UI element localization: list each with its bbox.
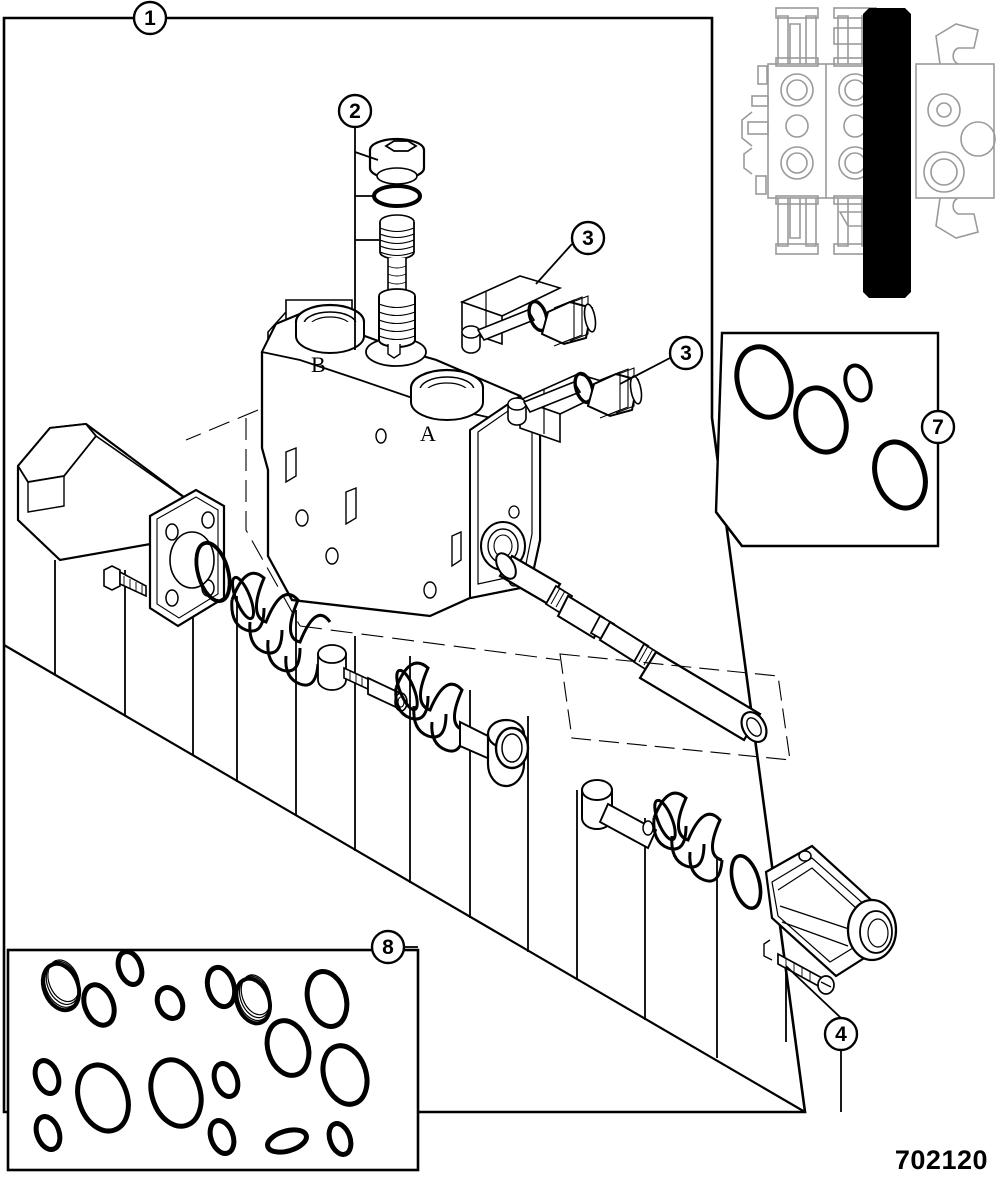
callout-number: 3 [680,342,692,365]
o-ring [843,363,873,403]
o-ring [32,1058,62,1096]
index-fan-base [3,644,806,1113]
seal-ring [237,976,271,1022]
o-ring [326,1121,354,1157]
washer-ring [729,853,763,911]
o-ring [872,439,928,511]
callout-4-4[interactable]: 4 [823,1016,859,1052]
o-ring [320,1043,370,1107]
callout-number: 1 [144,7,156,30]
callout-3-3a[interactable]: 3 [570,220,606,256]
callout-circle [370,929,406,965]
seal-ring [238,975,271,1019]
cap-screw [103,565,147,598]
seal-ring [45,960,80,1005]
port-label-a: A [420,421,436,446]
part-number: 702120 [894,1145,988,1175]
seal-ring [47,959,81,1003]
callout-number: 3 [582,227,594,250]
callout-circle [132,0,168,36]
seal-ring [40,961,82,1013]
callout-2-2[interactable]: 2 [337,93,373,129]
flange-plate [148,488,226,628]
callout-number: 4 [835,1023,847,1046]
o-ring-flange [194,540,232,604]
o-ring [734,344,794,420]
port-check-assembly-lower [507,367,643,444]
callout-7-7[interactable]: 7 [920,409,956,445]
callout-3-3b[interactable]: 3 [668,335,704,371]
valve-stack-location-key [741,7,996,298]
inset-highlight-section [863,8,911,298]
callout-circle [570,220,606,256]
seal-ring [43,961,80,1008]
callout-1-1[interactable]: 1 [132,0,168,36]
o-ring [115,949,145,987]
seal-ring [240,974,272,1016]
callout-8-8[interactable]: 8 [370,929,406,965]
spring-centering [230,571,332,687]
o-ring [211,1061,241,1099]
o-ring [264,1018,312,1078]
callout-circle [823,1016,859,1052]
valve-body [185,299,561,661]
o-ring [81,982,117,1028]
port-label-b: B [311,352,326,377]
spool [317,644,530,788]
callout-circle [337,93,373,129]
o-ring [33,1114,63,1152]
o-ring [75,1062,131,1134]
o-ring [793,385,849,455]
o-ring [204,964,238,1010]
o-ring [154,985,186,1021]
spool-extension [495,552,791,761]
seal-kit-box-8 [6,948,420,1172]
port-check-assembly-upper [459,275,597,354]
o-ring [265,1127,309,1155]
seal-ring [234,976,272,1026]
seal-kit-box-7 [714,331,940,548]
callout-number: 2 [349,100,361,123]
callout-number: 8 [382,936,394,959]
yoke-end-cap [763,844,898,995]
return-spring-assembly [581,779,763,911]
o-ring [148,1057,204,1129]
o-ring [304,969,350,1029]
callout-number: 7 [932,416,944,439]
callout-circle [668,335,704,371]
callout-leaders [4,17,939,1112]
callout-circle [920,409,956,445]
o-ring [207,1118,237,1156]
